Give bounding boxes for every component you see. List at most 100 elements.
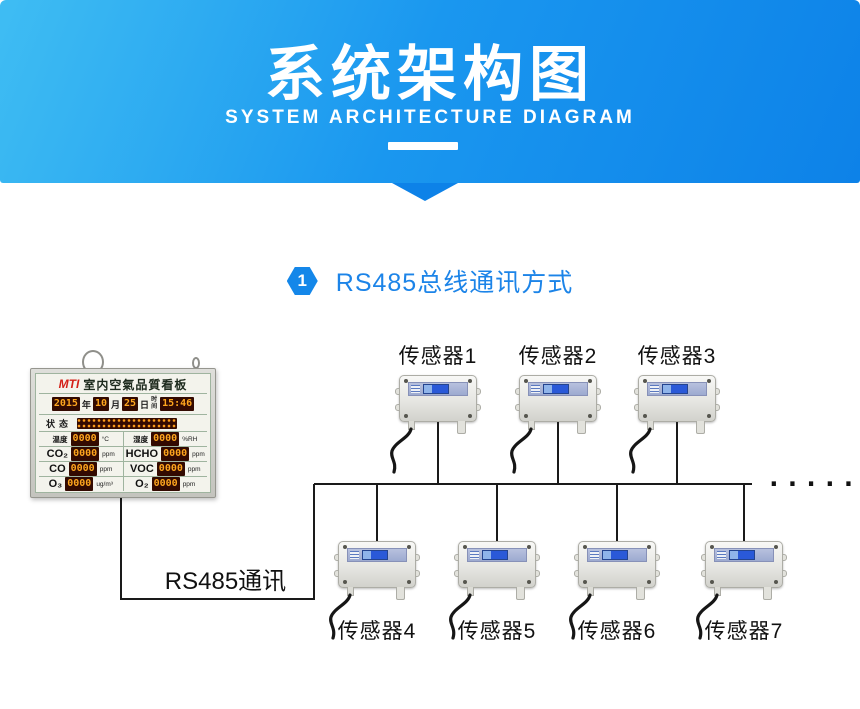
screw-icon bbox=[774, 580, 778, 584]
probe-tab bbox=[457, 421, 466, 434]
status-label: 状态 bbox=[46, 418, 73, 429]
o3-cell: O₃ 0000 ug/m³ bbox=[39, 477, 123, 491]
sensor-lcd-screen bbox=[602, 550, 628, 560]
mount-tab bbox=[596, 404, 601, 411]
sensor-lcd-screen bbox=[543, 384, 569, 394]
mount-tab bbox=[515, 388, 520, 395]
sensor-lcd-strip bbox=[587, 548, 647, 562]
sensor-cable bbox=[390, 427, 413, 474]
o3-value: 0000 bbox=[65, 477, 94, 491]
screw-icon bbox=[647, 545, 651, 549]
time-label: 时间 bbox=[151, 397, 158, 410]
co2-cell: CO₂ 0000 ppm bbox=[39, 447, 123, 461]
sensor-box bbox=[395, 375, 481, 422]
sensor-label-chip bbox=[411, 385, 420, 393]
banner-arrow-down-icon bbox=[392, 183, 458, 201]
mount-tab bbox=[634, 404, 639, 411]
sensor-device-3 bbox=[629, 375, 720, 474]
mount-tab bbox=[782, 570, 787, 577]
day-led-display: 25 bbox=[122, 397, 139, 411]
sensor2-label: 传感器2 bbox=[518, 345, 598, 368]
month-label: 月 bbox=[110, 399, 120, 410]
humidity-unit: %RH bbox=[182, 435, 198, 443]
o2-cell: O₂ 0000 ppm bbox=[122, 477, 208, 491]
sensor-lcd-screen bbox=[482, 550, 508, 560]
board-title-row: MTI 室内空氣品質看板 bbox=[39, 375, 207, 394]
temperature-label: 温度 bbox=[52, 434, 68, 444]
mount-tab bbox=[574, 554, 579, 561]
screw-icon bbox=[343, 580, 347, 584]
sensor-device-5 bbox=[449, 541, 540, 640]
screw-icon bbox=[710, 580, 714, 584]
screw-icon bbox=[404, 414, 408, 418]
sensor-device-1 bbox=[390, 375, 481, 474]
mount-tab bbox=[415, 554, 420, 561]
probe-tab bbox=[577, 421, 586, 434]
sensor-label-chip bbox=[717, 551, 726, 559]
sensor-lcd-screen bbox=[729, 550, 755, 560]
temperature-value: 0000 bbox=[70, 432, 99, 446]
sensor-cable bbox=[629, 427, 652, 474]
page-subtitle: SYSTEM ARCHITECTURE DIAGRAM bbox=[225, 107, 635, 128]
mount-tab bbox=[515, 404, 520, 411]
o3-label: O₃ bbox=[48, 478, 63, 490]
mount-tab bbox=[782, 554, 787, 561]
screw-icon bbox=[774, 545, 778, 549]
screw-icon bbox=[404, 379, 408, 383]
screw-icon bbox=[463, 580, 467, 584]
screw-icon bbox=[710, 545, 714, 549]
o2-unit: ppm bbox=[182, 480, 196, 488]
mount-tab bbox=[415, 570, 420, 577]
screw-icon bbox=[647, 580, 651, 584]
sensor-box bbox=[634, 375, 720, 422]
screw-icon bbox=[583, 545, 587, 549]
mount-tab bbox=[715, 404, 720, 411]
sensor-box bbox=[334, 541, 420, 588]
mount-tab bbox=[476, 404, 481, 411]
sensor-lcd-strip bbox=[714, 548, 774, 562]
mount-tab bbox=[334, 570, 339, 577]
co2-label: CO₂ bbox=[46, 448, 69, 460]
voc-cell: VOC 0000 ppm bbox=[122, 462, 208, 476]
sensor-device-6 bbox=[569, 541, 660, 640]
probe-tab bbox=[396, 587, 405, 600]
sensor-lcd-screen bbox=[423, 384, 449, 394]
mount-tab bbox=[596, 388, 601, 395]
month-led-display: 10 bbox=[92, 397, 109, 411]
screw-icon bbox=[588, 414, 592, 418]
mount-tab bbox=[395, 404, 400, 411]
mount-tab bbox=[334, 554, 339, 561]
page-title: 系统架构图 bbox=[265, 41, 595, 108]
year-led-display: 2015 bbox=[51, 397, 80, 411]
co2-value: 0000 bbox=[71, 447, 100, 461]
sensor-cable bbox=[569, 593, 592, 640]
screw-icon bbox=[583, 580, 587, 584]
mount-tab bbox=[454, 554, 459, 561]
mount-tab bbox=[655, 570, 660, 577]
time-led-display: 15:46 bbox=[160, 397, 195, 411]
humidity-cell: 湿度 0000 %RH bbox=[122, 432, 208, 446]
o2-value: 0000 bbox=[151, 477, 180, 491]
board-row-co-voc: CO 0000 ppm VOC 0000 ppm bbox=[39, 462, 207, 477]
board-status-row: 状态 bbox=[39, 415, 207, 432]
title-underline bbox=[388, 142, 458, 150]
sensor-lcd-strip bbox=[408, 382, 468, 396]
year-label: 年 bbox=[81, 399, 91, 410]
voc-label: VOC bbox=[129, 463, 154, 475]
sensor-lcd-strip bbox=[347, 548, 407, 562]
sensor-label-chip bbox=[650, 385, 659, 393]
sensor-device-7 bbox=[696, 541, 787, 640]
voc-value: 0000 bbox=[156, 462, 185, 476]
board-title: 室内空氣品質看板 bbox=[83, 377, 188, 392]
hcho-label: HCHO bbox=[125, 448, 159, 460]
section-heading: 1 RS485总线通讯方式 bbox=[0, 265, 860, 297]
board-row-co2-hcho: CO₂ 0000 ppm HCHO 0000 ppm bbox=[39, 447, 207, 462]
sensor-lcd-screen bbox=[362, 550, 388, 560]
hcho-cell: HCHO 0000 ppm bbox=[122, 447, 208, 461]
board-row-temp-humidity: 温度 0000 °C 湿度 0000 %RH bbox=[39, 432, 207, 447]
screw-icon bbox=[707, 379, 711, 383]
temperature-unit: °C bbox=[101, 435, 109, 443]
screw-icon bbox=[524, 414, 528, 418]
mount-tab bbox=[574, 570, 579, 577]
